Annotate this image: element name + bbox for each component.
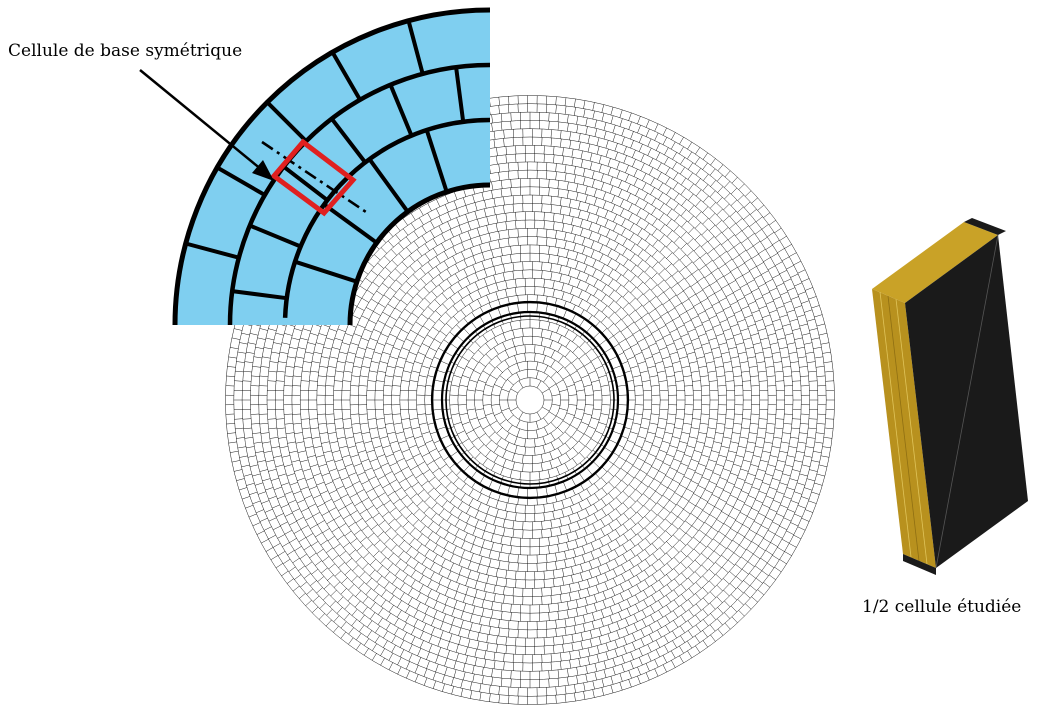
half-cell-diagonal [935,234,999,569]
symmetric-cell-marker [261,138,367,217]
half-cell-side-hatch-2 [887,295,920,562]
inner-ring-2 [440,310,620,490]
pointer-arrow [139,69,274,181]
half-cell-side-hatch-1 [879,291,912,558]
sector-ring-line [172,7,491,326]
sector-cell-dividers [185,20,466,301]
half-cell-side-hatch-3 [895,298,928,565]
arrow-shaft [139,69,263,171]
sector-ring-line [347,182,491,326]
half-cell-top-edge-band [964,218,1006,235]
half-cell-label: 1/2 cellule étudiée [862,597,1021,617]
symmetry-axis [261,140,367,214]
half-cell-block [872,218,1028,575]
symmetric-cell-label: Cellule de base symétrique [8,41,242,61]
inner-rings [430,300,630,500]
inner-ring-3 [445,315,615,485]
symmetric-cell-outline [270,138,357,217]
half-cell-bottom-edge-band [903,554,936,575]
sector-ring-line [227,62,491,326]
half-cell-top-face [872,222,998,303]
arrow-head [252,160,274,181]
inner-ring-1 [430,300,630,500]
half-cell-front-face [905,235,1028,568]
